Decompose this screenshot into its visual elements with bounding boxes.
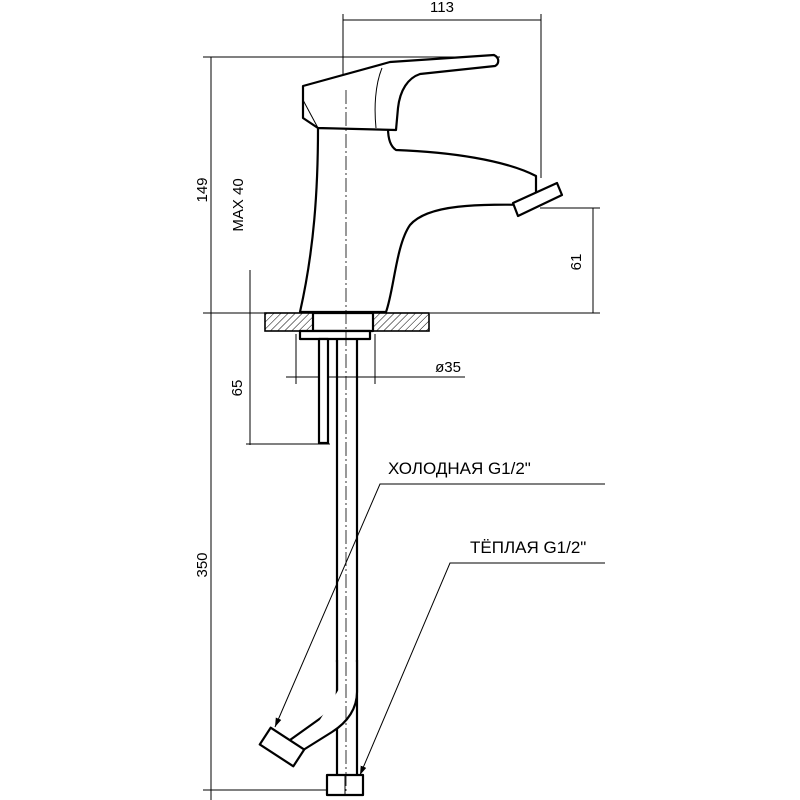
dimension-shank-length: 65 [229,380,330,445]
dimension-label-max-deck: MAX 40 [230,178,247,231]
label-warm-connection: ТЁПЛАЯ G1/2" [470,538,586,557]
dimension-spout-height: 61 [430,207,600,314]
threaded-shank [317,337,330,445]
leader-cold [274,483,605,728]
label-cold-connection: ХОЛОДНАЯ G1/2" [388,459,531,478]
leader-warm [359,562,605,776]
faucet-body [298,53,564,314]
dimension-label-width: 113 [430,0,454,16]
dimension-label-hose-length: 350 [194,552,211,577]
dimension-label-height: 149 [194,177,211,202]
dimension-label-shank-length: 65 [229,380,246,397]
dimension-hose-length: 350 [194,552,340,791]
mounting-plate [264,311,430,341]
dimension-label-diameter: ø35 [435,359,461,376]
warm-hose [325,339,365,797]
cold-hose [258,660,359,768]
dimension-diameter: ø35 [286,334,465,384]
dimension-max-deck: MAX 40 [230,178,251,445]
dimension-label-spout-height: 61 [568,254,585,271]
